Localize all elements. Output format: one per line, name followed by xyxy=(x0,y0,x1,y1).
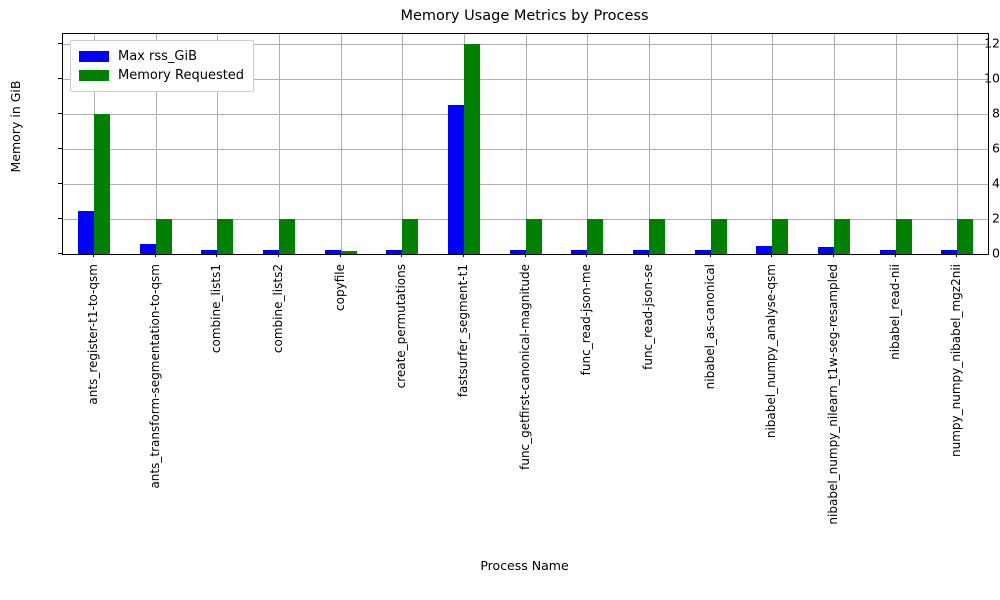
x-tick-label: func_getfirst-canonical-magnitude xyxy=(517,264,532,470)
x-tick-label: copyfile xyxy=(332,264,347,311)
x-gridline xyxy=(833,34,835,254)
y-tick-mark xyxy=(58,43,62,45)
legend-label: Max rss_GiB xyxy=(118,49,198,64)
x-tick-mark xyxy=(524,253,526,257)
bar xyxy=(694,249,711,254)
y-tick-mark xyxy=(58,78,62,80)
y-tick-mark xyxy=(58,218,62,220)
x-tick-label: func_read-json-me xyxy=(579,264,594,376)
x-tick-mark xyxy=(832,253,834,257)
bar xyxy=(77,210,94,254)
legend-label: Memory Requested xyxy=(118,68,245,83)
legend-swatch-icon xyxy=(79,70,109,81)
plot-area xyxy=(62,33,989,255)
bar xyxy=(525,219,542,254)
x-tick-label: nibabel_read-nii xyxy=(887,264,902,360)
y-tick-mark xyxy=(58,148,62,150)
x-tick-label: create_permutations xyxy=(394,264,409,389)
bar xyxy=(324,249,341,254)
bar xyxy=(833,219,850,254)
x-tick-label: nibabel_numpy_analyse-qsm xyxy=(764,264,779,439)
x-tick-label: ants_register-t1-to-qsm xyxy=(85,264,100,405)
x-gridline xyxy=(772,34,774,254)
x-tick-label: fastsurfer_segment-t1 xyxy=(455,264,470,398)
chart-legend: Max rss_GiB Memory Requested xyxy=(70,40,255,92)
y-tick-label: 10 xyxy=(984,70,1000,86)
chart-title: Memory Usage Metrics by Process xyxy=(400,8,649,24)
bar xyxy=(571,249,588,254)
x-gridline xyxy=(587,34,589,254)
bar xyxy=(278,219,295,254)
legend-entry: Memory Requested xyxy=(79,66,244,85)
x-tick-mark xyxy=(462,253,464,257)
bar xyxy=(879,249,896,254)
x-tick-mark xyxy=(586,253,588,257)
y-tick-label: 8 xyxy=(992,105,1000,121)
bar xyxy=(217,219,234,254)
x-tick-mark xyxy=(401,253,403,257)
bar xyxy=(340,250,357,254)
x-tick-mark xyxy=(92,253,94,257)
y-axis-label: Memory in GiB xyxy=(8,80,23,173)
x-gridline xyxy=(402,34,404,254)
bar xyxy=(93,114,110,254)
x-tick-mark xyxy=(339,253,341,257)
bar xyxy=(756,246,773,254)
bar xyxy=(201,249,218,254)
bar xyxy=(710,219,727,254)
bar xyxy=(632,249,649,254)
bar xyxy=(509,249,526,254)
x-gridline xyxy=(155,34,157,254)
bar xyxy=(587,219,604,254)
legend-swatch-icon xyxy=(79,51,109,62)
x-gridline xyxy=(710,34,712,254)
bar xyxy=(463,44,480,254)
y-tick-mark xyxy=(58,253,62,254)
bar xyxy=(402,219,419,254)
bar xyxy=(262,249,279,254)
x-axis-label: Process Name xyxy=(480,558,569,573)
legend-entry: Max rss_GiB xyxy=(79,47,244,66)
bar xyxy=(155,219,172,254)
x-gridline xyxy=(895,34,897,254)
x-gridline xyxy=(525,34,527,254)
bar xyxy=(895,219,912,254)
bar xyxy=(648,219,665,254)
y-tick-mark xyxy=(58,113,62,115)
bar xyxy=(447,104,464,254)
x-tick-mark xyxy=(771,253,773,257)
bar xyxy=(957,219,974,254)
x-tick-label: ants_transform-segmentation-to-qsm xyxy=(147,264,162,489)
y-tick-label: 4 xyxy=(992,175,1000,191)
bar xyxy=(139,243,156,254)
x-tick-label: nibabel_as-canonical xyxy=(702,264,717,390)
x-gridline xyxy=(957,34,959,254)
x-tick-mark xyxy=(956,253,958,257)
x-tick-label: nibabel_numpy_nilearn_t1w-seg-resampled xyxy=(825,264,840,525)
x-tick-mark xyxy=(647,253,649,257)
y-tick-label: 0 xyxy=(992,245,1000,261)
x-tick-mark xyxy=(154,253,156,257)
x-tick-mark xyxy=(894,253,896,257)
x-tick-mark xyxy=(277,253,279,257)
bar xyxy=(386,249,403,254)
x-tick-mark xyxy=(216,253,218,257)
x-gridline xyxy=(648,34,650,254)
x-tick-label: combine_lists1 xyxy=(209,264,224,354)
x-tick-label: func_read-json-se xyxy=(640,264,655,370)
bar xyxy=(941,249,958,254)
x-tick-label: combine_lists2 xyxy=(270,264,285,354)
x-tick-label: numpy_numpy_nibabel_mgz2nii xyxy=(949,264,964,457)
y-tick-label: 6 xyxy=(992,140,1000,156)
x-gridline xyxy=(340,34,342,254)
bar xyxy=(817,247,834,254)
y-tick-label: 2 xyxy=(992,210,1000,226)
x-tick-mark xyxy=(709,253,711,257)
x-gridline xyxy=(217,34,219,254)
y-tick-mark xyxy=(58,183,62,185)
bar xyxy=(772,219,789,254)
x-gridline xyxy=(278,34,280,254)
y-tick-label: 12 xyxy=(984,35,1000,51)
